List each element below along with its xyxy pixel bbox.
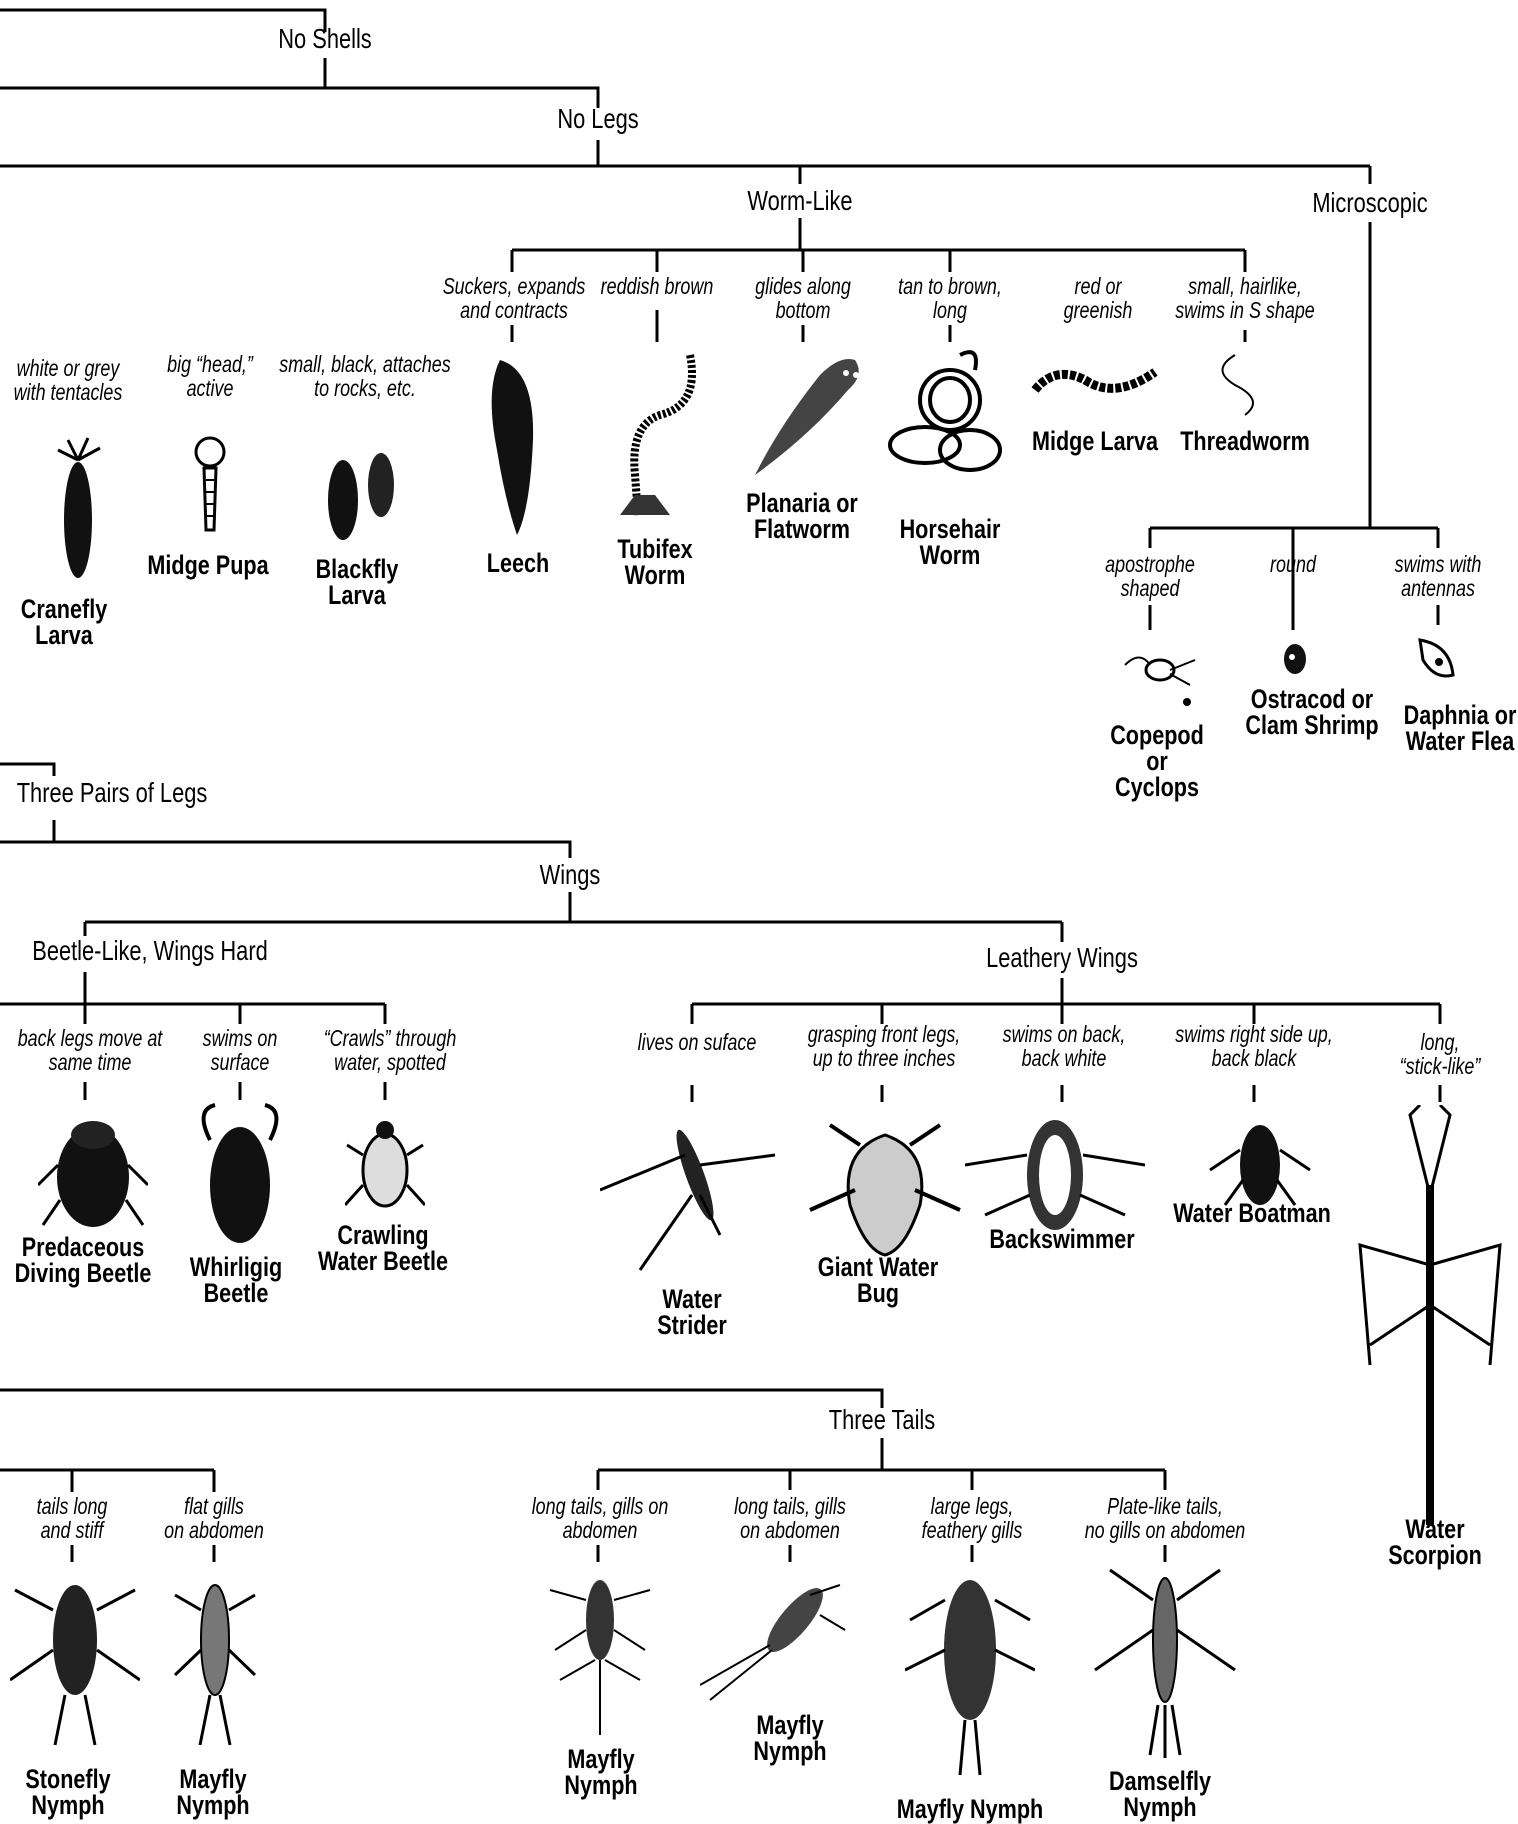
predaceous-diving-beetle-illustration bbox=[38, 1105, 148, 1235]
desc-white-grey: white or grey with tentacles bbox=[14, 356, 123, 404]
label-stonefly-nymph: Stonefly Nymph bbox=[25, 1766, 110, 1818]
label-giant-water-bug: Giant Water Bug bbox=[818, 1254, 938, 1306]
desc-large-legs: large legs, feathery gills bbox=[922, 1494, 1023, 1542]
label-water-scorpion: Water Scorpion bbox=[1388, 1516, 1482, 1568]
mayfly-nymph-4-illustration bbox=[905, 1560, 1035, 1780]
desc-reddish: reddish brown bbox=[601, 274, 714, 298]
desc-glides: glides along bottom bbox=[755, 274, 851, 322]
mayfly-nymph-1-illustration bbox=[170, 1570, 260, 1750]
ostracod-illustration bbox=[1275, 635, 1315, 680]
label-mayfly-nymph-1: Mayfly Nymph bbox=[176, 1766, 249, 1818]
copepod-illustration bbox=[1115, 640, 1205, 710]
label-cranefly-larva: Cranefly Larva bbox=[21, 596, 107, 648]
label-predaceous-diving-beetle: Predaceous Diving Beetle bbox=[15, 1234, 152, 1286]
mayfly-nymph-3-illustration bbox=[700, 1575, 850, 1715]
label-water-strider: Water Strider bbox=[657, 1286, 727, 1338]
whirligig-beetle-illustration bbox=[190, 1100, 290, 1250]
damselfly-nymph-illustration bbox=[1090, 1560, 1240, 1760]
heading-leathery-wings: Leathery Wings bbox=[986, 943, 1138, 973]
heading-no-legs: No Legs bbox=[557, 104, 638, 134]
desc-big-head: big “head,” active bbox=[167, 352, 253, 400]
heading-wings: Wings bbox=[540, 860, 601, 890]
desc-hairlike: small, hairlike, swims in S shape bbox=[1175, 274, 1315, 322]
label-daphnia: Daphnia or Water Flea bbox=[1404, 702, 1517, 754]
desc-apostrophe: apostrophe shaped bbox=[1105, 552, 1195, 600]
label-backswimmer: Backswimmer bbox=[989, 1226, 1134, 1252]
label-tubifex-worm: Tubifex Worm bbox=[617, 536, 692, 588]
desc-tan-brown: tan to brown, long bbox=[898, 274, 1002, 322]
heading-three-pairs-of-legs: Three Pairs of Legs bbox=[17, 778, 208, 808]
tubifex-worm-illustration bbox=[600, 345, 720, 525]
label-leech: Leech bbox=[487, 550, 549, 576]
desc-suckers: Suckers, expands and contracts bbox=[443, 274, 586, 322]
desc-swims-surface: swims on surface bbox=[203, 1026, 278, 1074]
desc-long-tails-2: long tails, gills on abdomen bbox=[734, 1494, 846, 1542]
midge-pupa-illustration bbox=[170, 430, 250, 550]
midge-larva-illustration bbox=[1025, 360, 1165, 420]
water-scorpion-illustration bbox=[1350, 1105, 1510, 1525]
label-threadworm: Threadworm bbox=[1180, 428, 1310, 454]
water-boatman-illustration bbox=[1205, 1110, 1315, 1210]
desc-round: round bbox=[1270, 552, 1316, 576]
desc-plate-tails: Plate-like tails, no gills on abdomen bbox=[1085, 1494, 1246, 1542]
horsehair-worm-illustration bbox=[880, 345, 1010, 495]
planaria-illustration bbox=[740, 345, 870, 485]
label-mayfly-nymph-2: Mayfly Nymph bbox=[564, 1746, 637, 1798]
crawling-water-beetle-illustration bbox=[345, 1110, 425, 1220]
label-mayfly-nymph-3: Mayfly Nymph bbox=[753, 1712, 826, 1764]
desc-tails-long: tails long and stiff bbox=[37, 1494, 108, 1542]
desc-small-black: small, black, attaches to rocks, etc. bbox=[279, 352, 451, 400]
label-copepod: Copepod or Cyclops bbox=[1110, 722, 1204, 800]
heading-beetle-like: Beetle-Like, Wings Hard bbox=[32, 936, 267, 966]
heading-three-tails: Three Tails bbox=[829, 1405, 935, 1435]
cranefly-larva-illustration bbox=[28, 430, 128, 590]
giant-water-bug-illustration bbox=[800, 1110, 970, 1260]
label-midge-larva: Midge Larva bbox=[1032, 428, 1158, 454]
stonefly-nymph-illustration bbox=[10, 1570, 140, 1750]
heading-worm-like: Worm-Like bbox=[747, 186, 852, 216]
heading-microscopic: Microscopic bbox=[1312, 188, 1427, 218]
water-strider-illustration bbox=[600, 1115, 780, 1275]
desc-lives-surface: lives on suface bbox=[638, 1030, 757, 1054]
label-horsehair-worm: Horsehair Worm bbox=[900, 516, 1001, 568]
mayfly-nymph-2-illustration bbox=[540, 1570, 660, 1740]
blackfly-larva-illustration bbox=[315, 440, 405, 550]
label-water-boatman: Water Boatman bbox=[1173, 1200, 1331, 1226]
label-planaria: Planaria or Flatworm bbox=[746, 490, 858, 542]
label-damselfly-nymph: Damselfly Nymph bbox=[1109, 1768, 1211, 1820]
label-midge-pupa: Midge Pupa bbox=[147, 552, 268, 578]
threadworm-illustration bbox=[1205, 350, 1285, 420]
label-ostracod: Ostracod or Clam Shrimp bbox=[1245, 686, 1378, 738]
desc-swims-right: swims right side up, back black bbox=[1175, 1022, 1333, 1070]
label-blackfly-larva: Blackfly Larva bbox=[316, 556, 399, 608]
desc-flat-gills: flat gills on abdomen bbox=[164, 1494, 264, 1542]
desc-swims-back: swims on back, back white bbox=[1003, 1022, 1126, 1070]
heading-no-shells: No Shells bbox=[278, 24, 371, 54]
desc-red-green: red or greenish bbox=[1064, 274, 1133, 322]
desc-back-legs: back legs move at same time bbox=[18, 1026, 163, 1074]
desc-long-stick: long, “stick-like” bbox=[1400, 1030, 1481, 1078]
label-mayfly-nymph-4: Mayfly Nymph bbox=[897, 1796, 1043, 1822]
label-crawling-water-beetle: Crawling Water Beetle bbox=[318, 1222, 448, 1274]
label-whirligig-beetle: Whirligig Beetle bbox=[190, 1254, 282, 1306]
leech-illustration bbox=[475, 350, 555, 540]
desc-crawls: “Crawls” through water, spotted bbox=[324, 1026, 457, 1074]
desc-long-tails-1: long tails, gills on abdomen bbox=[532, 1494, 669, 1542]
daphnia-illustration bbox=[1405, 630, 1465, 690]
desc-antennas: swims with antennas bbox=[1395, 552, 1482, 600]
desc-grasping: grasping front legs, up to three inches bbox=[808, 1022, 961, 1070]
